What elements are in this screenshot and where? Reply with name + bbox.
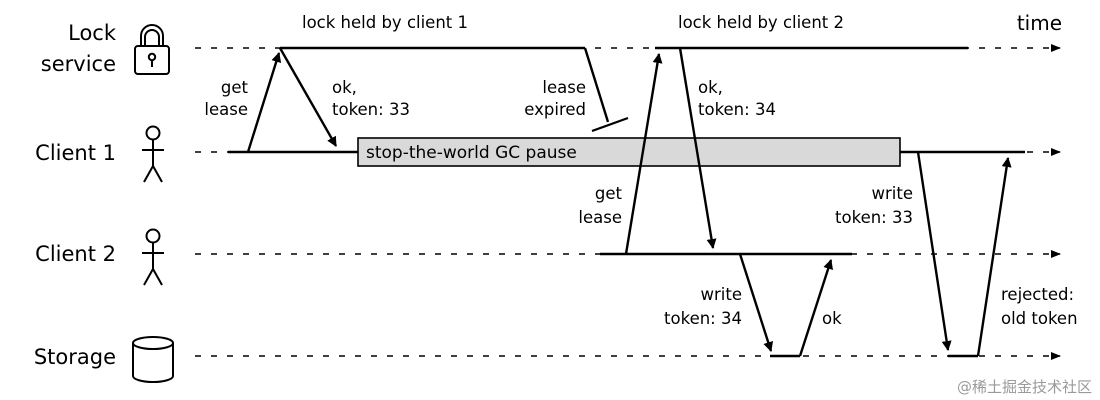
- write-token-34-label-line2: token: 34: [664, 309, 742, 328]
- get-lease-2-label-line2: lease: [578, 208, 622, 227]
- lease-expired-cross: [591, 116, 629, 133]
- client2-label: Client 2: [35, 242, 116, 266]
- timelines: [195, 44, 1061, 360]
- rejected-arrow: [976, 157, 1012, 357]
- write-token-34-arrow: [738, 253, 774, 352]
- ok-token-33-label-line1: ok,: [332, 78, 357, 97]
- rejected-label-line1: rejected:: [1001, 285, 1074, 304]
- rejected-label-line2: old token: [1001, 309, 1078, 328]
- storage-ok-arrow: [798, 259, 833, 357]
- database-cylinder-icon: [132, 336, 174, 383]
- get-lease-1-label-line2: lease: [204, 100, 248, 119]
- lease-expired-label-line2: expired: [524, 100, 586, 119]
- stick-figure-icon: [142, 125, 164, 183]
- lock-service-label-line2: service: [41, 52, 116, 76]
- write-token-33-arrow: [916, 151, 952, 351]
- watermark: @稀土掘金技术社区: [957, 378, 1092, 396]
- get-lease-1-label-line1: get: [221, 78, 249, 97]
- lease-expired-label-line1: lease: [542, 78, 586, 97]
- get-lease-2-label-line1: get: [595, 184, 623, 203]
- time-axis-label: time: [1017, 11, 1062, 35]
- padlock-icon: [134, 24, 170, 75]
- ok-token-34-label-line2: token: 34: [698, 100, 776, 119]
- gc-pause-label: stop-the-world GC pause: [366, 143, 577, 163]
- storage-label: Storage: [34, 345, 116, 369]
- message-arrows: [246, 47, 1012, 357]
- write-token-33-label-line2: token: 33: [835, 208, 913, 227]
- client1-label: Client 1: [35, 141, 116, 165]
- get-lease-1-arrow: [246, 52, 282, 153]
- ok-token-34-label-line1: ok,: [698, 78, 723, 97]
- storage-ok-label: ok: [822, 309, 842, 328]
- ok-token-34-arrow: [678, 47, 717, 249]
- get-lease-2-arrow: [624, 53, 663, 255]
- lock-held-client1-label: lock held by client 1: [302, 13, 468, 32]
- lock-held-client2-label: lock held by client 2: [678, 13, 844, 32]
- write-token-33-label-line1: write: [872, 184, 913, 203]
- ok-token-33-label-line2: token: 33: [332, 100, 410, 119]
- active-segments: [228, 46, 1025, 358]
- lease-expired-line: [583, 47, 610, 123]
- lock-service-label-line1: Lock: [68, 21, 117, 45]
- write-token-34-label-line1: write: [701, 285, 742, 304]
- ok-token-33-arrow: [278, 47, 338, 147]
- gc-pause-box: [357, 137, 901, 167]
- stick-figure-icon: [142, 228, 164, 286]
